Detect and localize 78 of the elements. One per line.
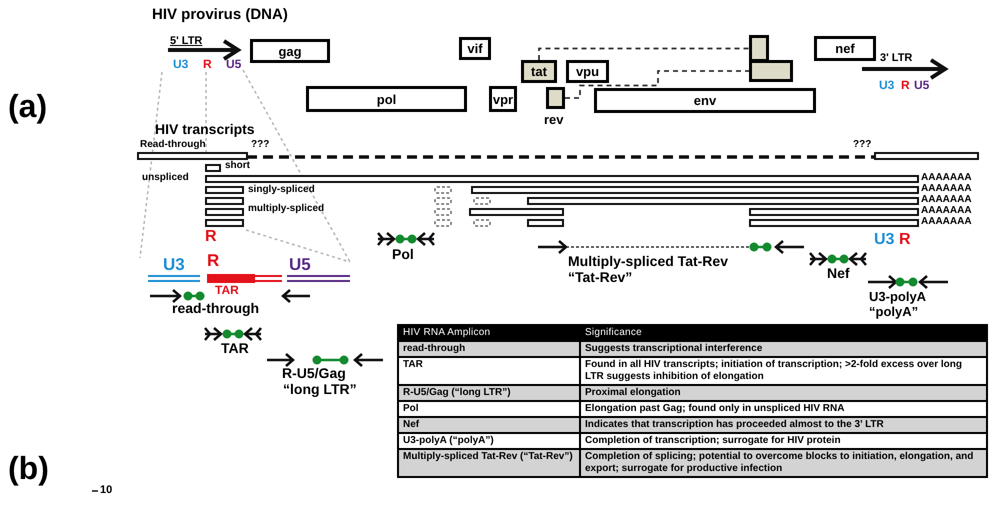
gene-box <box>749 60 793 82</box>
region-label: 3' LTR <box>880 52 912 66</box>
polya-tail: AAAAAAA <box>921 216 972 228</box>
table-cell: U3-polyA (“polyA”) <box>399 434 579 448</box>
polya-tail: AAAAAAA <box>921 172 972 184</box>
unknown-mark: ??? <box>853 139 872 152</box>
table-cell: Multiply-spliced Tat-Rev (“Tat-Rev”) <box>399 450 579 476</box>
splice-join-line <box>565 70 749 99</box>
gene-name: vpu <box>576 65 600 78</box>
table-cell: Proximal elongation <box>581 386 986 400</box>
panel-label: (a) <box>8 87 48 126</box>
amplicon-label: Pol <box>392 246 414 264</box>
table-cell: TAR <box>399 358 579 384</box>
polya-tail: AAAAAAA <box>921 205 972 217</box>
gene-box <box>250 39 330 63</box>
amplicon-label: “Tat-Rev” <box>568 269 632 286</box>
amplicon-label: U3-polyA <box>869 289 926 306</box>
table-cell: read-through <box>399 342 579 356</box>
gene-box <box>489 86 517 112</box>
region-label: R <box>899 230 911 250</box>
table-cell: Pol <box>399 402 579 416</box>
region-label: R <box>203 57 212 72</box>
heading: HIV transcripts <box>155 121 255 138</box>
region-label: U3 <box>163 254 185 276</box>
amplicon-label: Multiply-spliced Tat-Rev <box>568 253 728 270</box>
region-label: TAR <box>215 283 239 298</box>
region-label: R <box>207 250 220 272</box>
gene-box <box>566 60 609 83</box>
gene-name: pol <box>376 92 396 106</box>
gene-box <box>814 36 876 61</box>
table-cell: R-U5/Gag (“long LTR”) <box>399 386 579 400</box>
gene-box <box>459 37 491 60</box>
axis-tick-label: 10 <box>100 484 112 498</box>
gene-name: vpr <box>492 92 514 106</box>
table-cell: Elongation past Gag; found only in unspliced HIV RNA <box>581 402 986 416</box>
heading: HIV provirus (DNA) <box>152 6 288 25</box>
gene-box <box>546 87 565 109</box>
region-label: U5 <box>914 78 930 93</box>
amplicon-label: R-U5/Gag <box>282 365 346 382</box>
table-cell: Indicates that transcription has proceeded almost to the 3’ LTR <box>581 418 986 432</box>
gene-box <box>749 35 769 62</box>
transcript-label: Read-through <box>140 139 206 152</box>
amplicon-label: TAR <box>221 340 249 358</box>
region-label: R <box>205 227 217 247</box>
amplicon-label: read-through <box>172 300 260 318</box>
table-cell: Completion of transcription; surrogate for HIV protein <box>581 434 986 448</box>
gene-name: vif <box>467 42 483 55</box>
unknown-mark: ??? <box>251 139 270 152</box>
gene-name: rev <box>544 113 564 126</box>
region-label: U3 <box>173 57 188 72</box>
gene-box <box>594 88 816 113</box>
table-cell: Found in all HIV transcripts; initiation of transcription; >2-fold excess over long LTR suggests inhibition of elongation <box>581 358 986 384</box>
table-cell: Suggests transcriptional interference <box>581 342 986 356</box>
amplicon-label: Nef <box>827 265 850 282</box>
transcript-label: unspliced <box>142 172 189 184</box>
polya-tail: AAAAAAA <box>921 194 972 206</box>
polya-tail: AAAAAAA <box>921 183 972 195</box>
transcript-label: short <box>225 160 250 172</box>
panel-label: (b) <box>8 449 49 488</box>
gene-name: gag <box>278 44 302 58</box>
region-label: U3 <box>874 230 894 250</box>
region-label: R <box>901 78 910 93</box>
gene-name: env <box>694 94 716 107</box>
transcript-label: singly-spliced <box>248 184 315 196</box>
region-label: U5 <box>226 57 242 72</box>
region-label: U5 <box>289 254 311 276</box>
region-label: U3 <box>879 78 894 93</box>
splice-join-line <box>538 48 749 60</box>
region-label: 5' LTR <box>170 35 202 49</box>
table-cell: Nef <box>399 418 579 432</box>
transcript-label: multiply-spliced <box>248 203 324 216</box>
amplicon-label: “long LTR” <box>283 381 357 398</box>
table-cell: Completion of splicing; potential to overcome blocks to initiation, elongation, and export; surrogate for productive infection <box>581 450 986 476</box>
gene-box <box>306 86 467 112</box>
gene-name: nef <box>835 42 855 55</box>
amplicon-label: “polyA” <box>869 304 918 320</box>
gene-box <box>521 60 557 83</box>
gene-name: tat <box>531 65 547 78</box>
